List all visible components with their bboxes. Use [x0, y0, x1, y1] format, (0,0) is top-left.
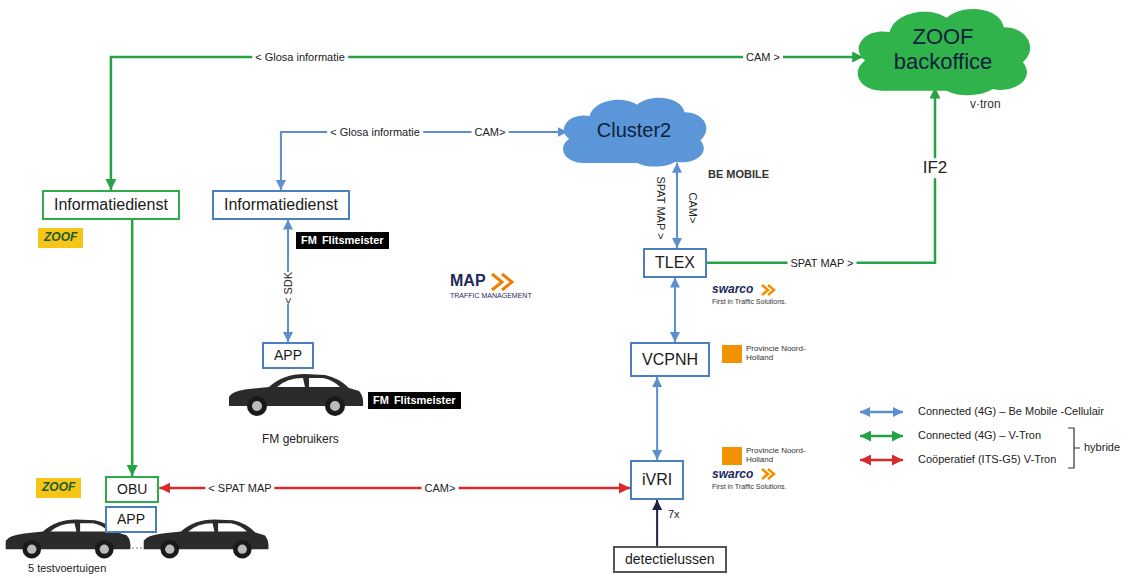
app-box: APP — [105, 506, 157, 533]
edge-label: < Glosa informatie — [327, 126, 423, 139]
edge-label: CAM> — [472, 126, 509, 139]
backoffice-cloud: ZOOF backoffice — [848, 2, 1038, 97]
node-label: Informatiedienst — [224, 196, 338, 214]
node-label: VCPNH — [642, 351, 698, 369]
logo-text: First in Traffic Solutions. — [712, 483, 787, 491]
legend-sample-line — [860, 435, 903, 438]
connector-arrow — [656, 377, 658, 460]
logo-text: swarco — [712, 468, 753, 482]
logo-text: BE MOBILE — [708, 168, 769, 181]
logo-text: Provincie Noord-Holland — [746, 344, 810, 362]
edge-label: SPAT MAP > — [787, 256, 856, 269]
connector-arrow — [707, 88, 935, 263]
car-illustration — [144, 519, 269, 558]
legend-entry: Connected (4G) – V-Tron — [918, 429, 1041, 441]
swarco-logo-mark — [762, 469, 774, 479]
connector-arrow — [656, 500, 658, 546]
node-label: Cluster2 — [597, 119, 671, 141]
logo-text: Flitsmeister — [320, 232, 389, 249]
nh-logo-mark — [722, 447, 742, 465]
connector-arrow — [676, 163, 678, 248]
logo-text: v·tron — [970, 98, 1001, 112]
logo-text: Provincie Noord-Holland — [746, 446, 810, 464]
edge-label: SPAT MAP > — [655, 176, 668, 239]
controller-box: iVRI — [630, 460, 684, 500]
node-label: TLEX — [655, 254, 695, 272]
node-label: detectielussen — [625, 552, 715, 567]
legend-bracket — [1068, 428, 1080, 468]
map-logo-chevrons — [492, 274, 512, 290]
service-box: Informatiedienst — [212, 190, 350, 220]
node-label: APP — [274, 348, 302, 363]
obu-box: OBU — [105, 476, 159, 503]
convoy-line — [132, 548, 142, 549]
legend-entry: Connected (4G) – Be Mobile -Cellulair — [918, 405, 1104, 417]
edge-label: < SPAT MAP — [205, 482, 274, 495]
logo-text: swarco — [712, 283, 753, 297]
cloud-shape — [563, 98, 706, 167]
connector-arrow — [674, 278, 676, 342]
edge-label: CAM > — [743, 51, 783, 64]
count-label: 7x — [668, 508, 680, 521]
edge-label: < Glosa informatie — [252, 51, 348, 64]
node-label: OBU — [117, 482, 147, 497]
edge-label: CAM> — [422, 482, 459, 495]
legend-sample-line — [860, 459, 903, 462]
node-label: APP — [117, 512, 145, 527]
edge-label: < SDK — [282, 272, 295, 304]
cluster-cloud: Cluster2 — [555, 92, 713, 168]
car-illustration — [229, 374, 363, 416]
node-label: iVRI — [642, 471, 672, 489]
connector-arrow — [111, 57, 863, 190]
service-box: Informatiedienst — [42, 190, 180, 220]
process-box: TLEX — [643, 248, 707, 278]
logo-text: ZOOF — [36, 478, 81, 498]
legend-group-label: hybride — [1084, 441, 1120, 454]
legend-entry: Coöperatief (ITS-G5) V-Tron — [918, 453, 1056, 465]
sensor-box: detectielussen — [613, 546, 727, 573]
caption-label: FM gebruikers — [262, 433, 339, 447]
connector-arrow — [281, 132, 568, 190]
process-box: VCPNH — [630, 342, 710, 377]
legend-sample-line — [860, 411, 903, 414]
interface-label: IF2 — [920, 158, 951, 178]
caption-label: 5 testvoertuigen — [28, 562, 106, 575]
logo-text: TRAFFIC MANAGEMENT — [450, 292, 532, 300]
logo-text: FM — [368, 392, 392, 409]
swarco-logo-mark — [762, 285, 774, 295]
logo-text: FM — [296, 232, 320, 249]
node-label: Informatiedienst — [54, 196, 168, 214]
node-label: ZOOF backoffice — [883, 25, 1003, 73]
logo-text: First in Traffic Solutions. — [712, 298, 787, 306]
connector-arrow — [131, 220, 134, 476]
app-box: APP — [262, 342, 314, 369]
cloud-shape — [858, 9, 1030, 95]
edge-label: CAM> — [687, 193, 700, 224]
logo-text: ZOOF — [38, 228, 83, 248]
nh-logo-mark — [722, 345, 742, 363]
logo-text: MAP — [450, 272, 486, 290]
logo-text: Flitsmeister — [392, 392, 461, 409]
